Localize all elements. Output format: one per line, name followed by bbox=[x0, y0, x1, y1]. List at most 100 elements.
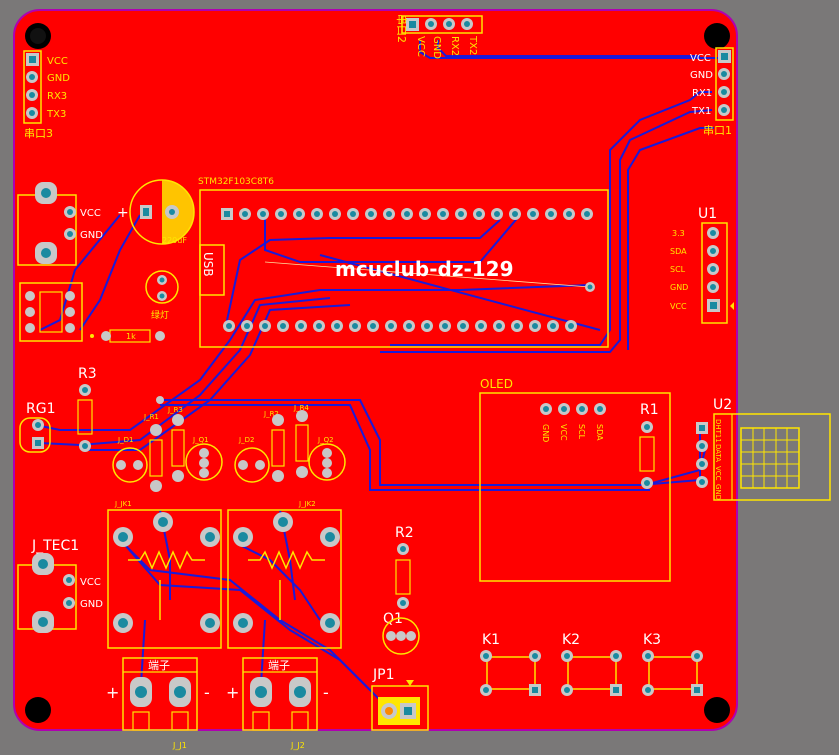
serial3-pin-vcc: VCC bbox=[47, 56, 68, 67]
serial3-header: VCC GND RX3 TX3 串口3 bbox=[23, 50, 70, 140]
serial1-pin-tx1: TX1 bbox=[691, 106, 711, 117]
r3-label: R3 bbox=[78, 366, 97, 382]
key-k2: K2 bbox=[561, 632, 622, 696]
serial1-pin-gnd: GND bbox=[690, 70, 713, 81]
power-vcc-label: VCC bbox=[80, 208, 101, 219]
u2-name: U2 bbox=[713, 397, 732, 413]
relay-left-q1-label: J_Q1 bbox=[192, 436, 209, 444]
serial1-header: VCC GND RX1 TX1 串口1 bbox=[690, 47, 734, 137]
usb-label: USB bbox=[201, 252, 215, 277]
terminal-1-minus: - bbox=[204, 683, 210, 702]
u2-pin-dht11: DHT11 bbox=[714, 419, 722, 443]
key-k1: K1 bbox=[480, 632, 541, 696]
serial2-pin-gnd: GND bbox=[431, 36, 442, 59]
capacitor: + 220uF bbox=[117, 179, 195, 245]
u1-name: U1 bbox=[698, 206, 717, 222]
u1-pin-sda: SDA bbox=[670, 247, 687, 256]
serial3-name: 串口3 bbox=[24, 127, 53, 140]
power-gnd-label: GND bbox=[80, 230, 103, 241]
u1-pin-3v3: 3.3 bbox=[672, 229, 685, 238]
j-tec1-label: J_TEC1 bbox=[31, 538, 79, 554]
relay-right-r4-label: J_R4 bbox=[293, 404, 309, 412]
serial1-pin-vcc: VCC bbox=[690, 53, 711, 64]
terminal-2-minus: - bbox=[323, 683, 329, 702]
u2-pin-data: DATA bbox=[714, 444, 722, 462]
key-k1-label: K1 bbox=[482, 632, 500, 648]
relay-left-jk1-label: J_JK1 bbox=[114, 500, 132, 508]
r1: R1 bbox=[639, 402, 659, 489]
key-k2-label: K2 bbox=[562, 632, 580, 648]
relay-left-group: J_R1 J_R3 J_D1 J_Q1 J_JK1 bbox=[107, 406, 223, 649]
serial3-pin-rx3: RX3 bbox=[47, 91, 67, 102]
green-led-label: 绿灯 bbox=[151, 309, 169, 321]
capacitor-value: 220uF bbox=[162, 236, 187, 245]
relay-right-d2-label: J_D2 bbox=[238, 436, 254, 444]
serial3-pin-tx3: TX3 bbox=[46, 109, 66, 120]
rg1: RG1 bbox=[19, 401, 55, 453]
r2: R2 bbox=[395, 525, 414, 609]
tec-vcc-label: VCC bbox=[80, 577, 101, 588]
relay-right-q2-label: J_Q2 bbox=[317, 436, 334, 444]
terminal-2-label: J_J2 bbox=[290, 741, 305, 750]
key-k3: K3 bbox=[642, 632, 703, 696]
serial2-pin-tx2: TX2 bbox=[467, 35, 478, 55]
q1-label: Q1 bbox=[383, 611, 403, 627]
u1-pin-vcc: VCC bbox=[670, 302, 687, 311]
r1-label: R1 bbox=[640, 402, 659, 418]
serial2-pin-rx2: RX2 bbox=[449, 36, 460, 56]
u1-pin-gnd: GND bbox=[670, 283, 688, 292]
mounting-holes bbox=[25, 23, 730, 723]
relay-right-group: J_R2 J_R4 J_D2 J_Q2 J_JK2 bbox=[227, 404, 346, 649]
relay-left-r3-label: J_R3 bbox=[167, 406, 183, 414]
relay-right-r2-label: J_R2 bbox=[263, 410, 279, 418]
oled-module: OLED GND VCC SCL SDA bbox=[479, 377, 671, 582]
pcb-traces bbox=[35, 40, 718, 711]
terminal-2-title: 端子 bbox=[268, 659, 290, 672]
serial1-pin-rx1: RX1 bbox=[692, 88, 712, 99]
resistor-1k-label: 1k bbox=[126, 332, 136, 341]
terminal-1-title: 端子 bbox=[148, 659, 170, 672]
oled-pin-vcc: VCC bbox=[559, 424, 568, 441]
u1-header: U1 3.3 SDA SCL GND VCC bbox=[670, 206, 734, 324]
oled-pin-scl: SCL bbox=[577, 424, 586, 440]
serial1-name: 串口1 bbox=[703, 124, 732, 137]
rg1-label: RG1 bbox=[26, 401, 55, 417]
oled-pin-sda: SDA bbox=[595, 424, 604, 441]
serial2-header: 串口2 VCC GND RX2 TX2 bbox=[395, 14, 483, 59]
relay-left-d1-label: J_D1 bbox=[117, 436, 133, 444]
oled-label: OLED bbox=[480, 377, 513, 391]
board-title: mcuclub-dz-129 bbox=[335, 257, 514, 281]
mcu-label: STM32F103C8T6 bbox=[198, 177, 274, 187]
green-led: 绿灯 bbox=[145, 270, 179, 321]
power-connector: VCC GND bbox=[17, 182, 103, 266]
tec-gnd-label: GND bbox=[80, 599, 103, 610]
mcu-module: STM32F103C8T6 USB mcuclub-dz-129 bbox=[198, 177, 609, 348]
resistor-1k: 1k bbox=[90, 329, 165, 343]
ratsnest-line bbox=[264, 261, 591, 288]
u2-pin-gnd: GND bbox=[714, 484, 722, 500]
terminal-1-label: J_J1 bbox=[172, 741, 187, 750]
terminal-2-plus: + bbox=[226, 683, 239, 702]
terminal-1-plus: + bbox=[106, 683, 119, 702]
u1-pin-scl: SCL bbox=[670, 265, 686, 274]
u2-pin-vcc: VCC bbox=[714, 466, 722, 481]
serial3-pin-gnd: GND bbox=[47, 73, 70, 84]
terminal-2: 端子 + - J_J2 bbox=[226, 657, 329, 750]
jp1-label: JP1 bbox=[372, 667, 394, 683]
serial2-pin-vcc: VCC bbox=[415, 36, 426, 57]
serial2-name: 串口2 bbox=[395, 14, 408, 43]
capacitor-plus: + bbox=[117, 205, 129, 221]
terminal-1: 端子 + - J_J1 bbox=[106, 657, 210, 750]
relay-right-jk2-label: J_JK2 bbox=[298, 500, 316, 508]
switch-block bbox=[19, 282, 83, 342]
u2-dht11: U2 DHT11 DATA VCC GND bbox=[696, 397, 831, 501]
jp1: JP1 bbox=[371, 667, 429, 731]
j-tec1: J_TEC1 VCC GND bbox=[17, 538, 103, 633]
oled-pin-gnd: GND bbox=[541, 424, 550, 442]
r3: R3 bbox=[77, 366, 97, 452]
key-k3-label: K3 bbox=[643, 632, 661, 648]
r2-label: R2 bbox=[395, 525, 414, 541]
relay-left-r1-label: J_R1 bbox=[143, 413, 159, 421]
q1: Q1 bbox=[382, 611, 420, 655]
